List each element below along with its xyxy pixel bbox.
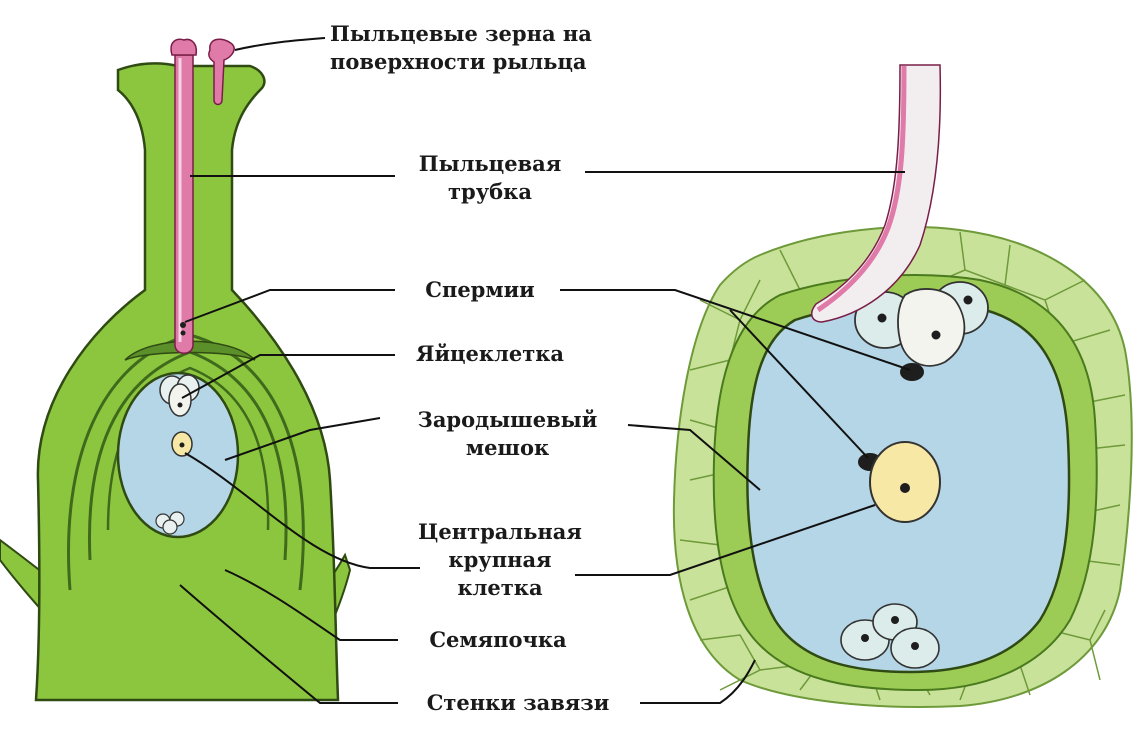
label-central-cell-line3: клетка xyxy=(410,574,590,602)
label-embryo-sac: Зародышевый мешок xyxy=(380,406,635,462)
label-embryo-sac-line2: мешок xyxy=(380,434,635,462)
leader-pollen-grains xyxy=(235,38,325,50)
left-pistil xyxy=(0,39,350,700)
sperm-left xyxy=(180,322,186,328)
label-central-cell-line2: крупная xyxy=(410,546,590,574)
label-pollen-grains-line2: поверхности рыльца xyxy=(330,48,592,76)
label-ovule: Семяпочка xyxy=(398,626,598,654)
pollen-tube xyxy=(175,55,193,353)
label-central-cell: Центральная крупная клетка xyxy=(410,518,590,602)
label-egg-cell: Яйцеклетка xyxy=(400,340,580,368)
central-cell-large xyxy=(870,442,940,522)
label-pollen-tube: Пыльцевая трубка xyxy=(395,150,585,206)
label-pollen-tube-line1: Пыльцевая xyxy=(395,150,585,178)
label-pollen-grains: Пыльцевые зерна на поверхности рыльца xyxy=(330,20,592,76)
label-embryo-sac-line1: Зародышевый xyxy=(380,406,635,434)
label-ovary-walls: Стенки завязи xyxy=(398,689,638,717)
egg-cell-large xyxy=(898,289,964,366)
label-central-cell-line1: Центральная xyxy=(410,518,590,546)
sperm-large-1 xyxy=(900,363,924,381)
label-pollen-tube-line2: трубка xyxy=(395,178,585,206)
right-ovule-detail xyxy=(674,65,1132,707)
egg-cell xyxy=(169,384,191,416)
label-pollen-grains-line1: Пыльцевые зерна на xyxy=(330,20,592,48)
label-sperm: Спермии xyxy=(400,276,560,304)
